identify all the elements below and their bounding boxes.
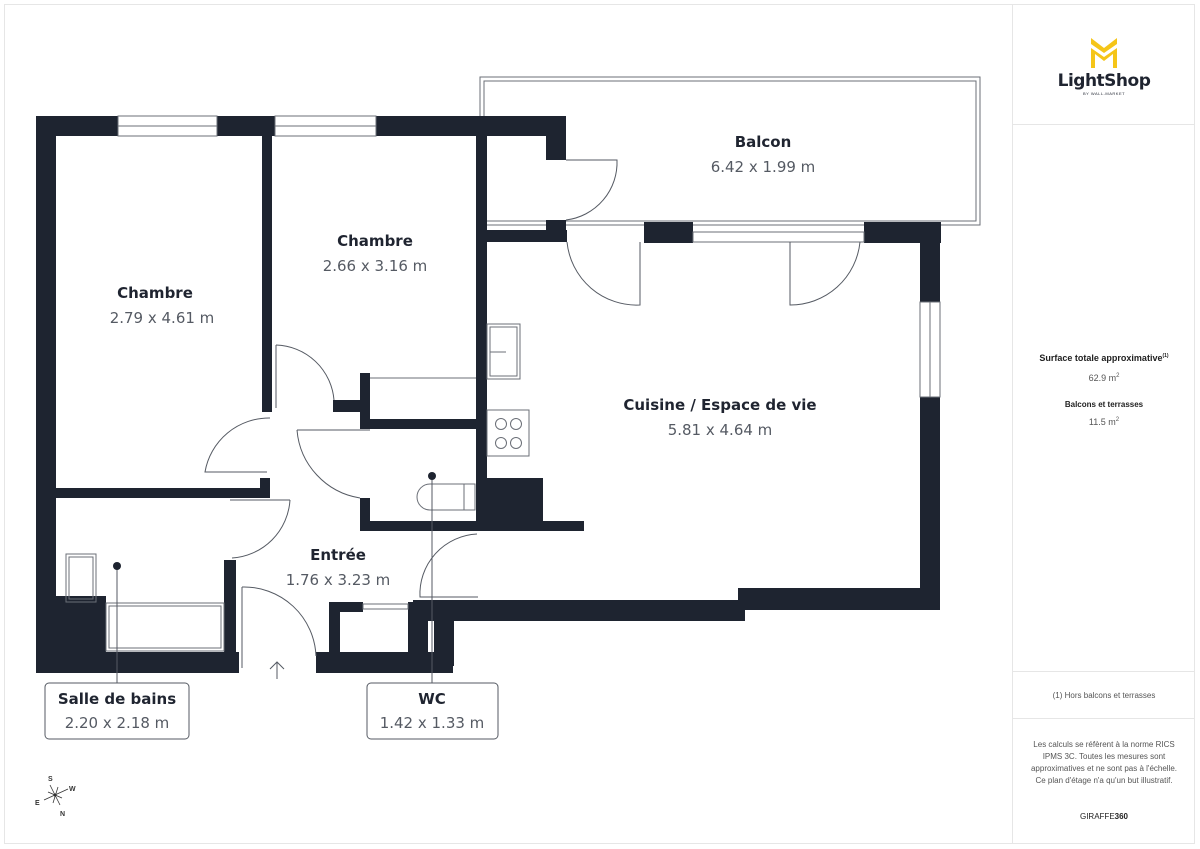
doors (204, 159, 861, 668)
total-area-value: 62.9 m2 (1088, 373, 1120, 383)
footnote-section: (1) Hors balcons et terrasses (1013, 672, 1195, 719)
windows (117, 115, 941, 610)
room-name-entree: Entrée (310, 546, 366, 564)
logo-section: LightShop BY WALL-MARKET (1013, 4, 1195, 125)
floor-plan: Balcon 6.42 x 1.99 m Chambre 2.66 x 3.16… (35, 76, 981, 818)
entrance-arrow-icon (269, 661, 285, 679)
compass-s: S (48, 776, 53, 783)
room-name-balcon: Balcon (735, 133, 792, 151)
leader-dots (113, 472, 436, 570)
compass-icon: S W E N (35, 776, 76, 818)
room-dims-salle-de-bains: 2.20 x 2.18 m (65, 714, 170, 732)
logo: LightShop BY WALL-MARKET (1013, 36, 1195, 96)
leaders (116, 476, 433, 683)
room-name-wc: WC (418, 690, 446, 708)
logo-tagline: BY WALL-MARKET (1082, 91, 1126, 96)
balcony-area-value: 11.5 m2 (1088, 417, 1120, 427)
room-name-salle-de-bains: Salle de bains (58, 690, 176, 708)
total-area-label: Surface totale approximative(1) (1039, 353, 1169, 363)
info-panel: LightShop BY WALL-MARKET Surface totale … (1012, 4, 1195, 844)
balcony-area-label: Balcons et terrasses (1064, 400, 1144, 409)
room-dims-cuisine: 5.81 x 4.64 m (668, 421, 773, 439)
room-name-cuisine: Cuisine / Espace de vie (623, 396, 816, 414)
callout-wc: WC 1.42 x 1.33 m (366, 682, 499, 740)
room-name-chambre-2: Chambre (337, 232, 413, 250)
room-dims-balcon: 6.42 x 1.99 m (711, 158, 816, 176)
room-name-chambre-1: Chambre (117, 284, 193, 302)
disclaimer-section: Les calculs se réfèrent à la norme RICS … (1013, 719, 1195, 844)
compass-e: E (35, 800, 40, 807)
summary-section: Surface totale approximative(1) 62.9 m2 … (1013, 125, 1195, 672)
callout-salle-de-bains: Salle de bains 2.20 x 2.18 m (44, 682, 190, 740)
room-dims-wc: 1.42 x 1.33 m (380, 714, 485, 732)
disclaimer-text: Les calculs se réfèrent à la norme RICS … (1030, 740, 1178, 785)
room-dims-chambre-2: 2.66 x 3.16 m (323, 257, 428, 275)
walls (36, 116, 941, 673)
lightshop-logo-icon (1091, 38, 1117, 68)
room-dims-entree: 1.76 x 3.23 m (286, 571, 391, 589)
footnote-text: (1) Hors balcons et terrasses (1052, 690, 1156, 700)
page-frame (4, 4, 1195, 844)
compass-n: N (60, 811, 65, 818)
compass-w: W (69, 786, 76, 793)
provider-brand: GIRAFFE360 (1079, 812, 1129, 821)
room-dims-chambre-1: 2.79 x 4.61 m (110, 309, 215, 327)
logo-text: LightShop (1057, 71, 1151, 91)
fixtures (65, 323, 530, 652)
